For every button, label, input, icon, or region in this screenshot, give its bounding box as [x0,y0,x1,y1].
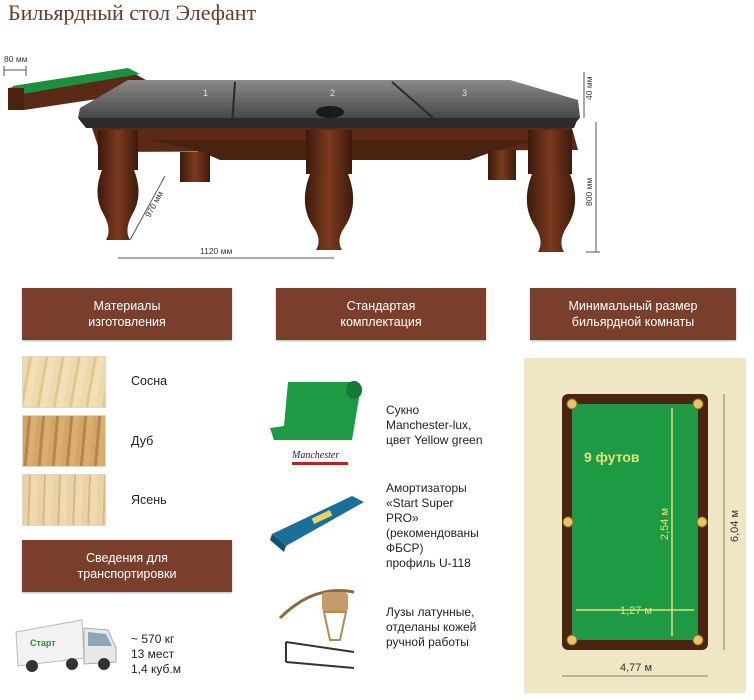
item-cloth: Сукно Manchester-lux, цвет Yellow green [386,403,483,447]
table-legs [97,130,576,252]
materials-header: Материалы изготовления [22,288,232,340]
dim-rail-height: 40 мм [584,76,594,100]
transport-weight: ~ 570 кг [131,632,175,646]
table-frame [562,394,708,650]
transport-volume: 1,4 куб.м [131,662,181,676]
material-oak: Дуб [131,434,154,448]
swatch-ash [22,474,106,526]
table-top [78,80,580,128]
table-cloth [572,404,698,640]
cloth-brand: Manchester [291,450,339,461]
slate-label-2: 2 [330,88,335,98]
room-length-label: 6,04 м [729,510,741,542]
material-pine: Сосна [131,374,168,388]
room-width-label: 4,77 м [620,662,652,674]
dim-length: 1120 мм [200,246,232,256]
swatch-pine [22,356,106,408]
pocket-icon [278,588,355,669]
room-overlay: 9 футов 1,27 м 2,54 м 4,77 м 6,04 м [562,394,741,677]
dim-width: 970 мм [143,189,165,219]
inner-width-label: 1,27 м [620,605,652,617]
table-size-label: 9 футов [584,449,640,465]
slate-label-3: 3 [462,88,467,98]
transport-places: 13 мест [131,647,175,661]
truck-icon: Старт [15,619,117,672]
transport-header: Сведения для транспортировки [22,540,232,592]
cushion-icon [270,496,364,552]
item-pockets: Лузы латунные, отделаны кожей ручной раб… [386,605,477,649]
standard-header: Стандартая комплектация [276,288,486,340]
material-ash: Ясень [131,493,167,507]
dim-table-height: 800 мм [584,178,594,206]
dim-rail-width: 80 мм [4,54,28,64]
rail-sample [8,68,146,110]
slate-label-1: 1 [203,88,208,98]
truck-brand: Старт [30,638,56,648]
room-header: Минимальный размер бильярдной комнаты [530,288,736,340]
inner-length-label: 2,54 м [659,508,671,540]
item-cushions: Амортизаторы «Start Super PRO» (рекоменд… [386,481,479,570]
page-title: Бильярдный стол Элефант [8,0,257,25]
cloth-icon: Manchester [270,381,362,465]
table-illustration: 1 2 3 80 мм 40 мм 800 мм 970 мм 1120 мм [3,54,600,259]
swatch-oak [22,415,106,467]
room-diagram: 9 футов 1,27 м 2,54 м 4,77 м 6,04 м [524,358,746,693]
